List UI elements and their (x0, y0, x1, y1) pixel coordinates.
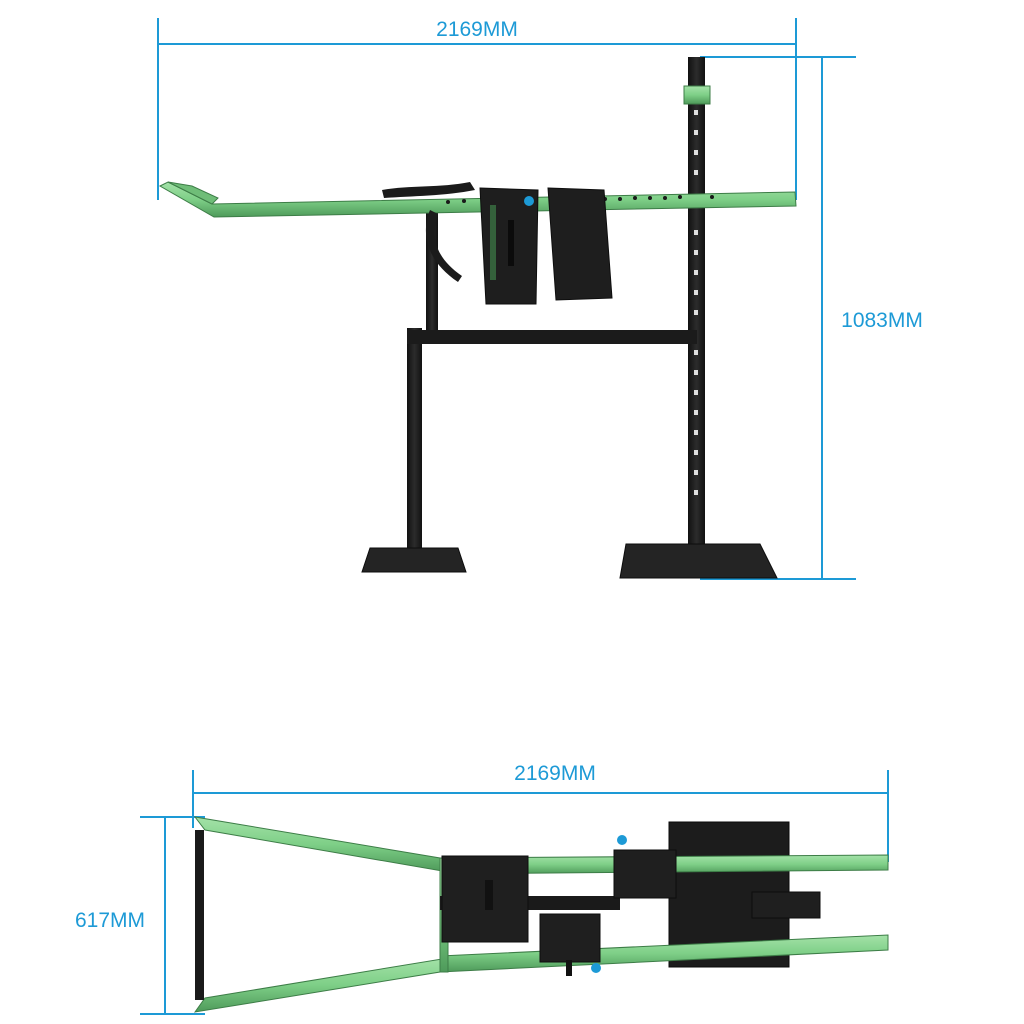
top-knob-left (485, 880, 493, 910)
top-pin-upper (617, 835, 627, 845)
rear-base-plate (619, 543, 778, 579)
top-pin-lower (591, 963, 601, 973)
top-view: 2169MM 617MM (75, 762, 889, 1015)
top-handle-block (613, 849, 677, 899)
side-view: 2169MM 1083MM (157, 18, 923, 580)
side-width-label: 2169MM (436, 18, 518, 41)
rear-upright (683, 57, 711, 552)
top-rear-bracket (751, 891, 821, 919)
side-height-label: 1083MM (841, 309, 923, 332)
top-pad-block-right (539, 913, 601, 963)
rear-pad (547, 187, 613, 301)
front-base-plate (361, 547, 467, 573)
top-width-label: 2169MM (514, 762, 596, 785)
curved-handle (425, 210, 462, 282)
top-knob-lower (566, 960, 572, 976)
front-pad (479, 187, 539, 305)
top-end-bar (195, 830, 204, 1000)
side-height-dimension (700, 56, 856, 580)
top-depth-label: 617MM (75, 909, 145, 932)
front-upright (407, 328, 422, 550)
top-width-dimension (192, 770, 889, 862)
side-width-dimension (157, 18, 797, 200)
top-depth-dimension (140, 816, 205, 1015)
cross-bar (407, 330, 697, 344)
handle-bar (382, 182, 475, 198)
